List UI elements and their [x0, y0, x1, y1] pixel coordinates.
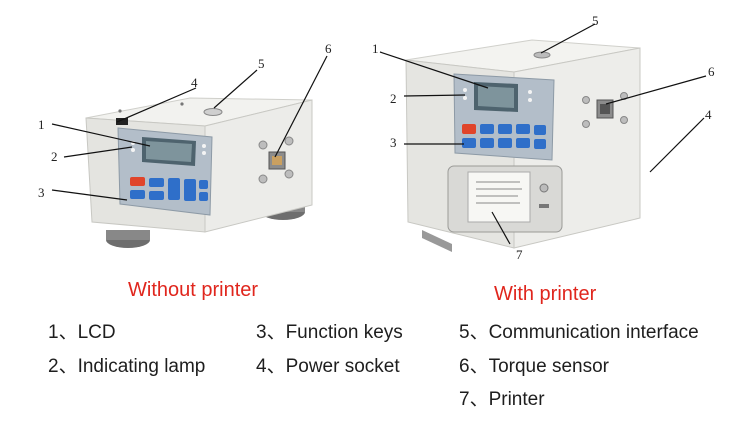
callout-right-7: 7	[516, 247, 523, 262]
legend-text: Printer	[488, 389, 545, 410]
callout-left-2: 2	[51, 149, 58, 164]
caption-without-printer: Without printer	[128, 279, 259, 301]
left-comm-interface	[203, 108, 223, 116]
legend-num: 1、	[48, 322, 78, 343]
legend-num: 3、	[256, 322, 286, 343]
legend-text: Power socket	[285, 356, 400, 377]
legend-text: Communication interface	[488, 322, 699, 343]
callout-left-5: 5	[258, 56, 265, 71]
callout-right-5: 5	[592, 13, 599, 28]
legend-text: LCD	[77, 322, 116, 343]
left-foot-1-side	[106, 230, 150, 240]
legend-num: 4、	[256, 356, 286, 377]
callout-right-6: 6	[708, 64, 715, 79]
legend-item-2: 2、Indicating lamp	[48, 351, 205, 378]
legend-text: Indicating lamp	[77, 356, 206, 377]
callout-left-3: 3	[38, 185, 45, 200]
legend-item-1: 1、LCD	[48, 317, 116, 344]
legend-item-3: 3、Function keys	[256, 317, 403, 344]
legend-text: Torque sensor	[488, 356, 609, 377]
callout-right-1: 1	[372, 41, 379, 56]
callout-right-2: 2	[390, 91, 397, 106]
legend-num: 2、	[48, 356, 78, 377]
legend-num: 5、	[459, 322, 489, 343]
caption-with-printer: With printer	[494, 283, 597, 305]
callout-left-1: 1	[38, 117, 45, 132]
callout-right-4: 4	[705, 107, 712, 122]
legend-item-7: 7、Printer	[459, 384, 545, 411]
legend-item-4: 4、Power socket	[256, 351, 400, 378]
right-comm-interface	[533, 51, 551, 59]
callout-left-6: 6	[325, 41, 332, 56]
legend-text: Function keys	[285, 322, 403, 343]
callout-left-4: 4	[191, 75, 198, 90]
callout-right-3: 3	[390, 135, 397, 150]
legend-num: 6、	[459, 356, 489, 377]
legend-item-5: 5、Communication interface	[459, 317, 699, 344]
legend-item-6: 6、Torque sensor	[459, 351, 609, 378]
legend-num: 7、	[459, 389, 489, 410]
